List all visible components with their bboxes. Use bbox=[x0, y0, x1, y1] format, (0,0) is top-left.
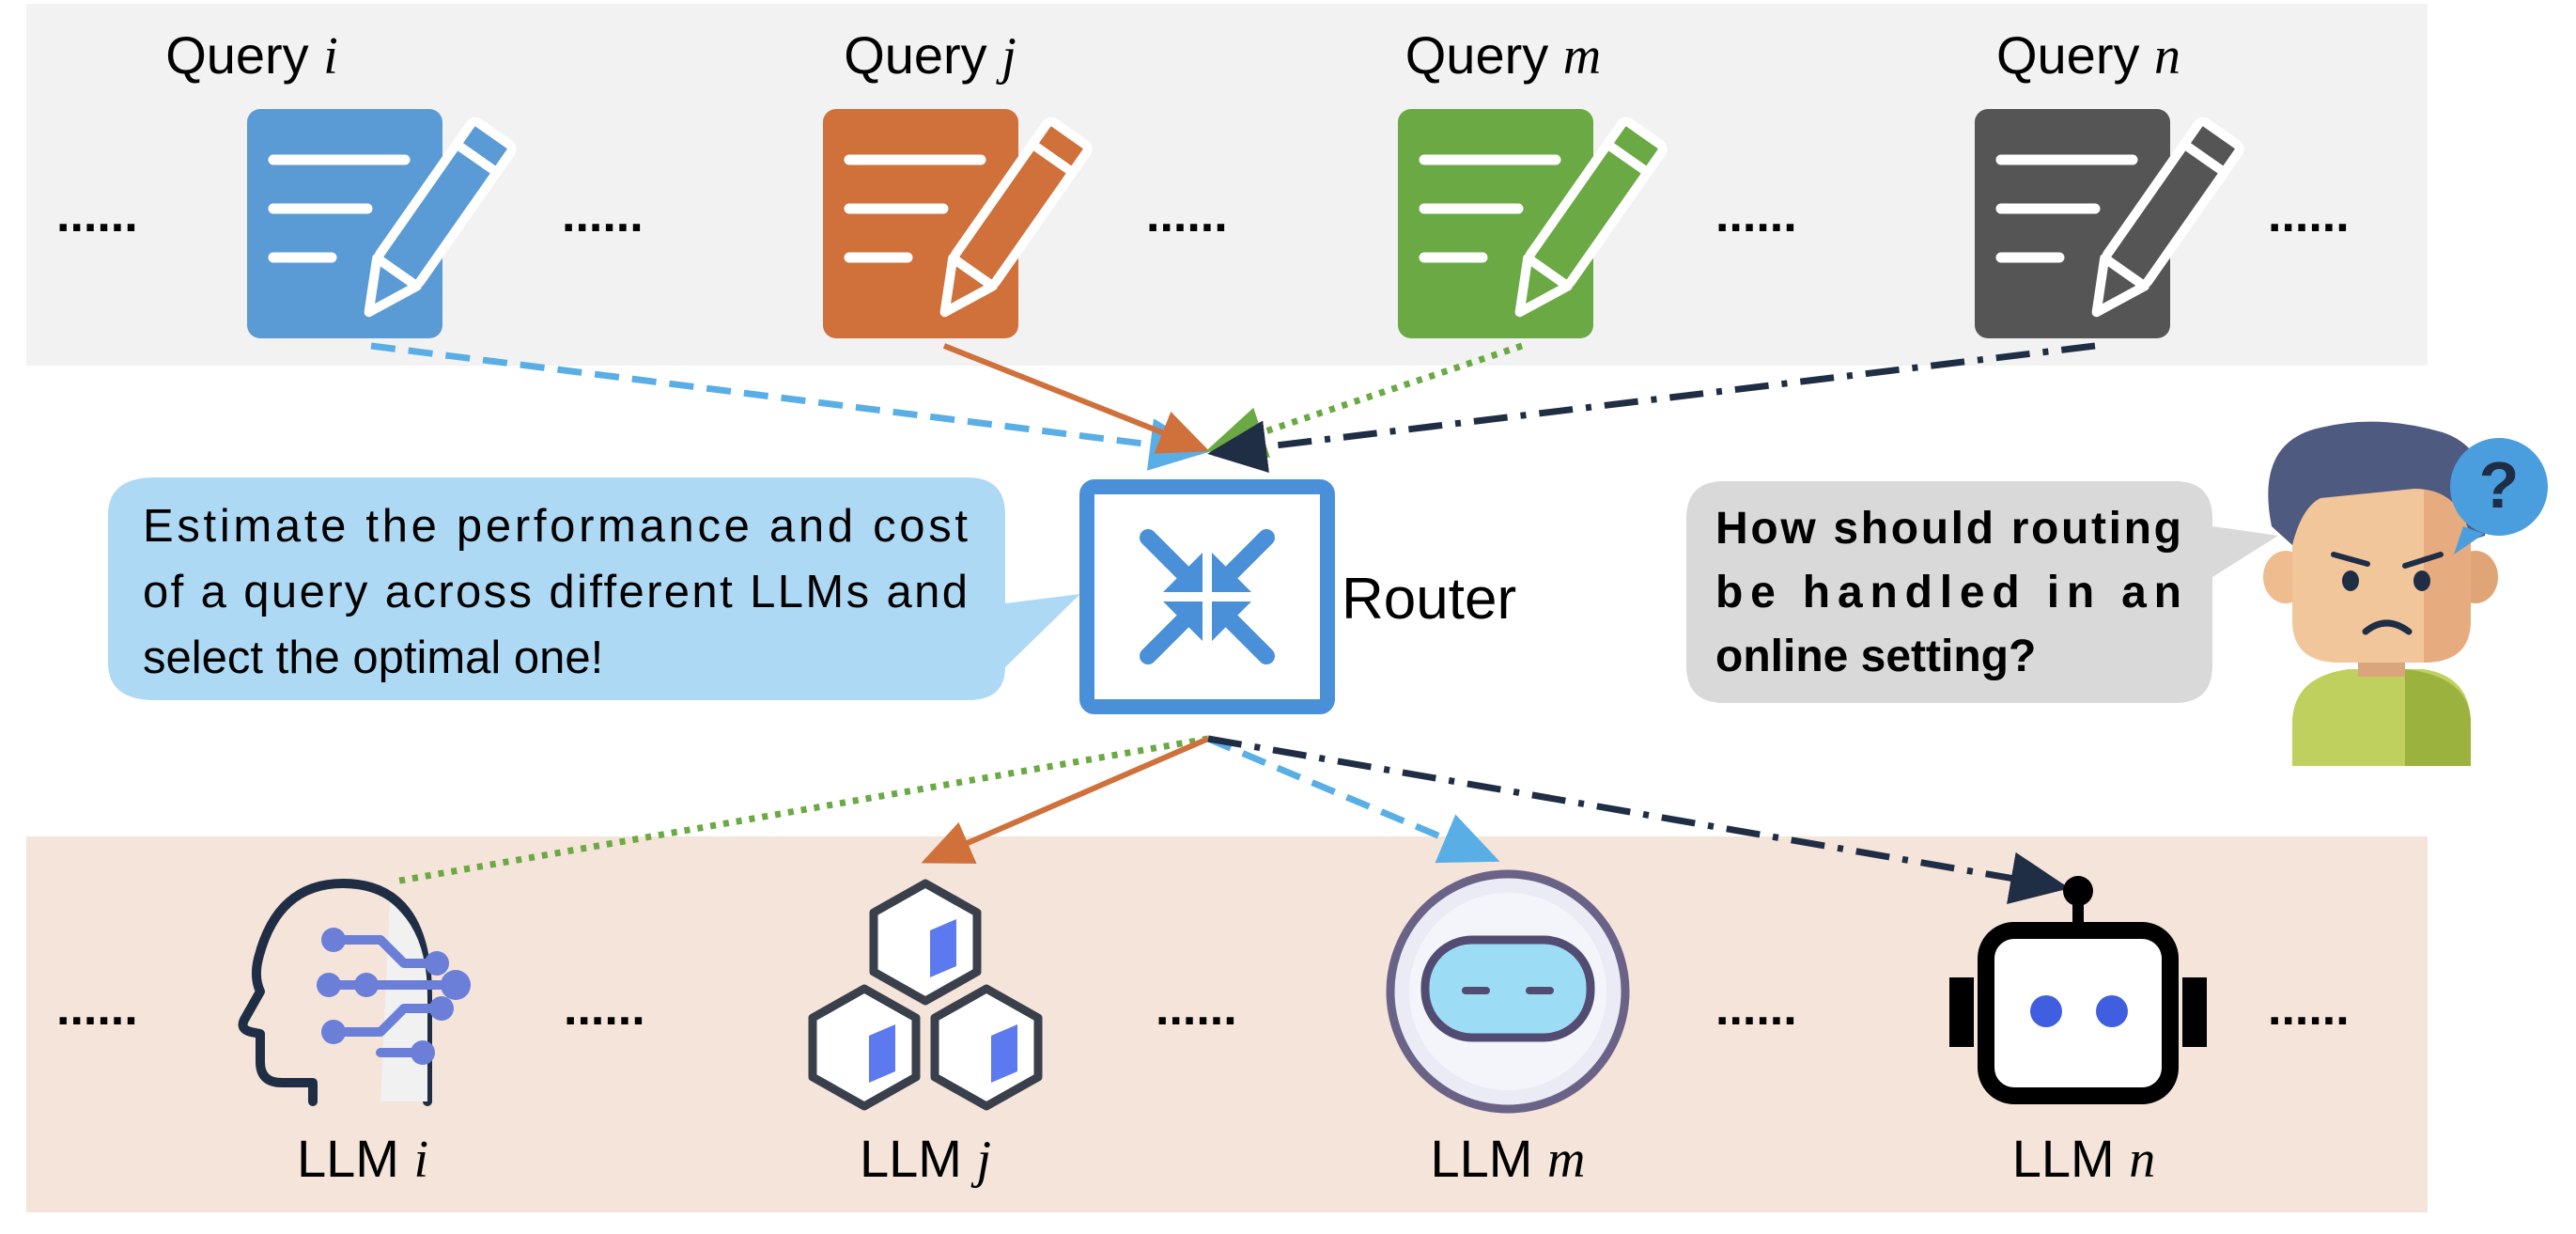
llm-j-label: LLM j bbox=[860, 1129, 991, 1189]
arrow-query-m-to-router bbox=[1205, 342, 1524, 458]
right-speech-bubble: How should routing be handled in an onli… bbox=[1686, 481, 2278, 703]
arrow-router-to-llm-j bbox=[921, 736, 1210, 864]
llm-j-hexagon-cubes-icon bbox=[808, 879, 1043, 1111]
confused-person-icon: ? bbox=[2263, 421, 2548, 766]
llm-i-brain-head-icon bbox=[238, 879, 471, 1106]
llm-i-label: LLM i bbox=[297, 1129, 428, 1189]
query-ellipsis: ...... bbox=[56, 188, 138, 242]
query-m-document-icon bbox=[1398, 109, 1668, 338]
llm-ellipsis: ...... bbox=[1156, 981, 1237, 1036]
left-bubble-line-3: select the optimal one! bbox=[143, 633, 603, 683]
arrow-router-to-llm-m bbox=[1206, 735, 1500, 864]
llm-ellipsis: ...... bbox=[56, 981, 138, 1036]
arrow-query-n-to-router bbox=[1207, 342, 2096, 474]
query-m-label: Query m bbox=[1405, 25, 1602, 86]
query-i-document-icon bbox=[247, 109, 517, 338]
llm-ellipsis: ...... bbox=[1715, 981, 1797, 1036]
router-label: Router bbox=[1342, 567, 1516, 632]
left-speech-bubble: Estimate the performance and cost of a q… bbox=[108, 477, 1080, 700]
query-j-label: Query j bbox=[844, 25, 1016, 86]
query-ellipsis: ...... bbox=[1146, 188, 1228, 242]
left-bubble-line-1: Estimate the performance and cost bbox=[143, 501, 968, 552]
query-ellipsis: ...... bbox=[1715, 188, 1797, 242]
query-n-document-icon bbox=[1975, 109, 2244, 338]
query-ellipsis: ...... bbox=[2268, 188, 2350, 242]
llm-m-label: LLM m bbox=[1431, 1129, 1586, 1189]
arrow-router-to-llm-i bbox=[394, 735, 1209, 885]
llm-n-label: LLM n bbox=[2012, 1129, 2156, 1189]
arrow-query-i-to-router bbox=[370, 342, 1209, 471]
left-bubble-line-2: of a query across different LLMs and bbox=[143, 567, 968, 617]
llm-m-round-robot-icon bbox=[1386, 869, 1630, 1114]
router-icon bbox=[1079, 479, 1335, 714]
llm-n-square-robot-icon bbox=[1949, 876, 2207, 1104]
arrow-router-to-llm-n bbox=[1207, 735, 2070, 905]
question-mark-icon: ? bbox=[2479, 448, 2520, 522]
right-bubble-line-1: How should routing bbox=[1715, 504, 2181, 554]
llm-ellipsis: ...... bbox=[2268, 981, 2350, 1036]
query-n-label: Query n bbox=[1996, 25, 2180, 86]
llm-ellipsis: ...... bbox=[564, 981, 645, 1036]
query-j-document-icon bbox=[823, 109, 1093, 338]
query-ellipsis: ...... bbox=[562, 188, 644, 242]
right-bubble-line-3: online setting? bbox=[1715, 632, 2036, 681]
query-i-label: Query i bbox=[165, 25, 338, 86]
arrow-query-j-to-router bbox=[942, 343, 1210, 454]
right-bubble-line-2: be handled in an bbox=[1715, 568, 2181, 617]
